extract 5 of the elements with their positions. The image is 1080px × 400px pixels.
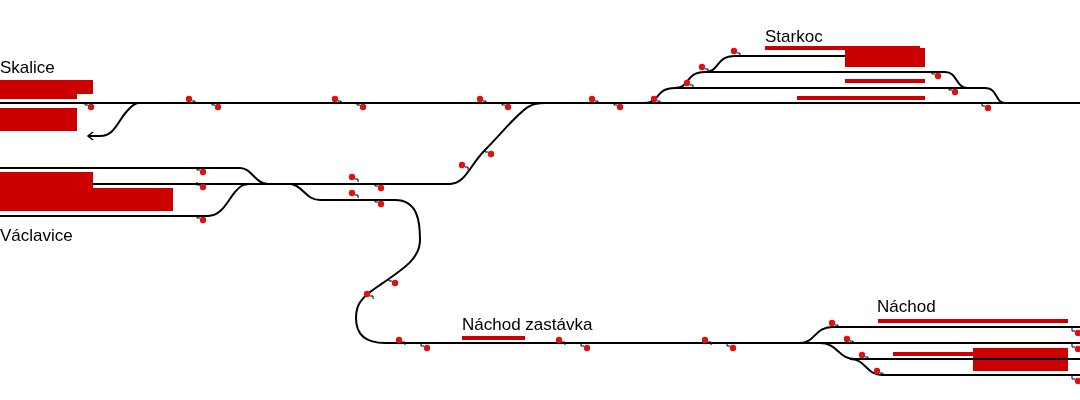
station-name: Náchod (877, 297, 936, 317)
station-name: Skalice (0, 58, 55, 78)
station-name: Náchod zastávka (462, 315, 593, 335)
station-name: Starkoc (765, 27, 823, 47)
station-name: Václavice (0, 226, 73, 246)
